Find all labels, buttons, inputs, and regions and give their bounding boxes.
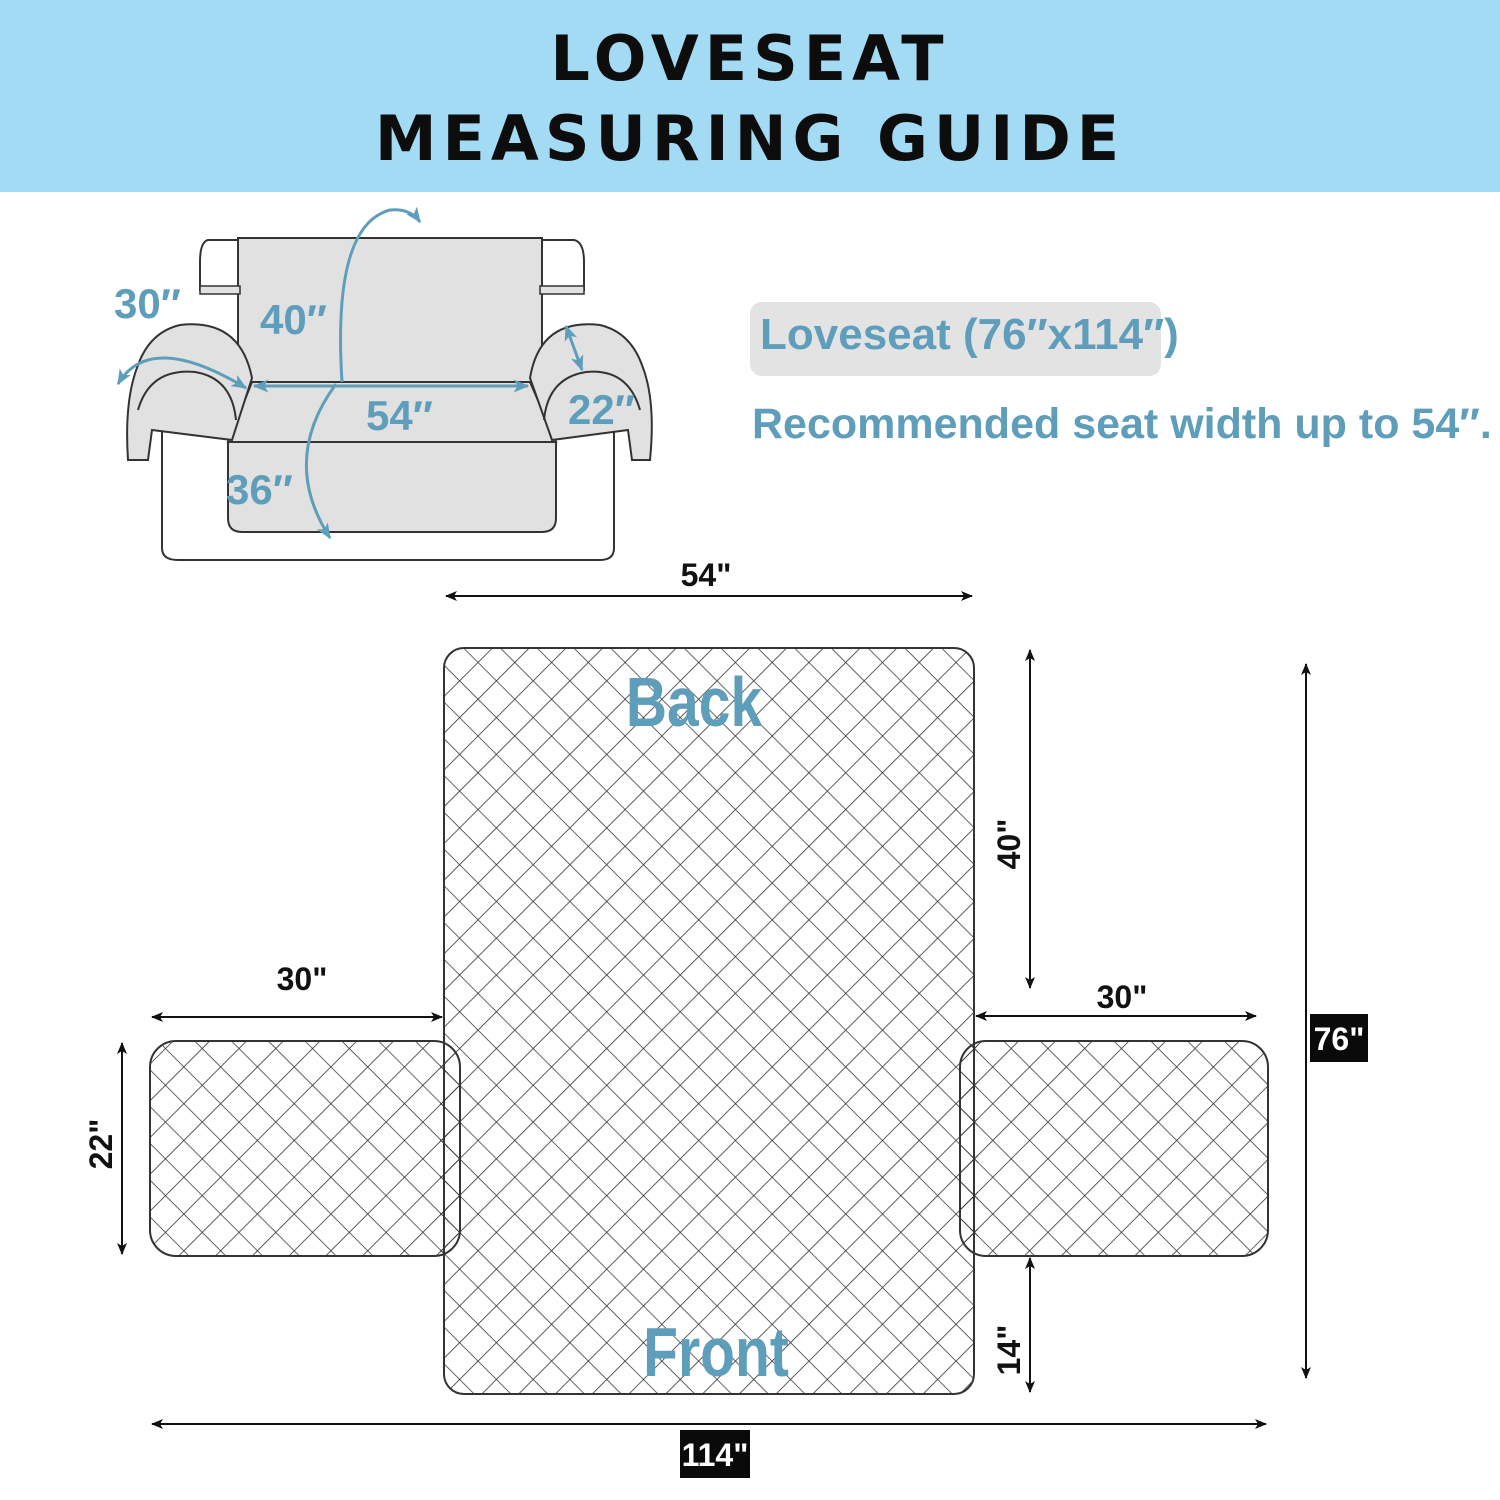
right-arm-cover — [528, 323, 653, 461]
total-height-label: 76" — [1314, 1021, 1365, 1057]
front-label: Front — [643, 1314, 789, 1392]
loveseat-illustration: 30″ 40″ 54″ 22″ 36″ — [114, 206, 653, 561]
back-length-label: 40" — [991, 819, 1027, 870]
total-width-label: 114" — [682, 1437, 749, 1473]
top-width-label: 54" — [681, 557, 732, 593]
sofa-seat-depth-label: 36″ — [226, 466, 293, 513]
seat-width-recommendation: Recommended seat width up to 54″. — [752, 400, 1492, 448]
front-length-label: 14" — [991, 1325, 1027, 1376]
sofa-arm-width-label: 30″ — [114, 280, 181, 327]
back-cover-strap-left — [199, 285, 241, 295]
back-curve-arrow — [339, 206, 422, 383]
size-label: Loveseat (76″x114″) — [760, 310, 1179, 359]
sofa-back-height-label: 40″ — [260, 296, 327, 343]
left-arm-panel — [149, 1040, 461, 1257]
sofa-arm-height-label: 22″ — [568, 386, 635, 433]
cover-layout: Back Front 54" 30" 30" 40" 22" 14" 76" — [83, 557, 1368, 1478]
seat-cover-panel — [227, 441, 557, 533]
back-cover-panel — [237, 237, 543, 384]
left-arm-width-arrow — [116, 356, 248, 390]
total-width-badge — [680, 1430, 750, 1478]
right-arm-height-arrow — [564, 324, 584, 372]
page-title-line-2: MEASURING GUIDE — [374, 102, 1126, 175]
right-arm-panel — [959, 1040, 1269, 1257]
back-cover-strap-right — [539, 285, 585, 295]
left-arm-width-label: 30" — [277, 961, 328, 997]
right-arm-roll — [543, 370, 641, 421]
page-title-line-1: LOVESEAT — [550, 22, 950, 95]
back-label: Back — [626, 664, 763, 742]
center-panel — [443, 647, 975, 1395]
total-height-badge — [1310, 1014, 1368, 1062]
sofa-seat-width-label: 54″ — [366, 392, 433, 439]
seat-depth-curve-arrow — [305, 383, 338, 540]
arm-height-label: 22" — [83, 1119, 119, 1170]
size-badge — [750, 302, 1161, 376]
header-banner — [0, 0, 1500, 192]
right-arm-width-label: 30" — [1097, 979, 1148, 1015]
